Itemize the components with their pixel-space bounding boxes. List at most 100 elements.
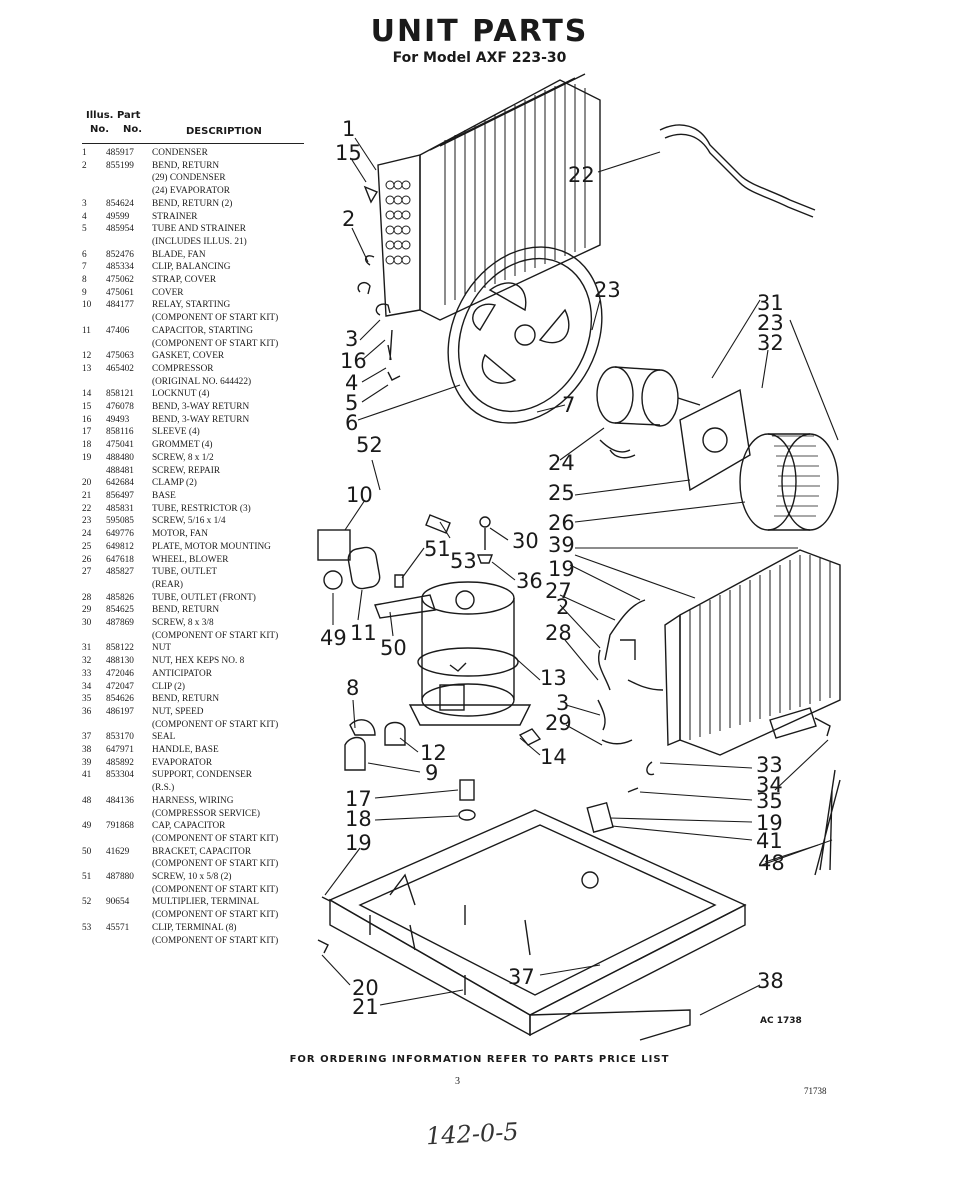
part-description: (COMPONENT OF START KIT) — [152, 859, 279, 870]
part-no: 465402 — [106, 363, 134, 374]
callout-3-evap: 3 — [556, 691, 569, 715]
condenser-coil-drawing — [377, 73, 601, 321]
illus-no: 35 — [82, 694, 92, 705]
callout-23-fan: 23 — [594, 278, 621, 302]
illus-no: 23 — [82, 516, 92, 527]
callout-16: 16 — [340, 349, 367, 373]
illus-no: 9 — [82, 287, 87, 298]
illus-no: 15 — [82, 402, 92, 413]
callout-38: 38 — [757, 969, 784, 993]
page-title: UNIT PARTS — [370, 14, 589, 49]
part-description: (ORIGINAL NO. 644422) — [152, 376, 252, 387]
part-description: CAP, CAPACITOR — [152, 821, 226, 832]
blower-wheel-drawing — [739, 433, 839, 531]
illus-no: 25 — [82, 541, 92, 552]
illus-no: 41 — [82, 770, 92, 781]
callout-3: 3 — [345, 327, 358, 351]
parts-row: (R.S.) — [82, 782, 322, 795]
part-description: BEND, RETURN — [152, 605, 220, 616]
part-description: NUT, HEX KEPS NO. 8 — [152, 656, 245, 667]
part-description: BEND, 3-WAY RETURN — [152, 414, 250, 425]
callout-11: 11 — [350, 621, 377, 645]
part-no: 485892 — [106, 757, 134, 768]
part-no: 647971 — [106, 745, 134, 756]
callout-26: 26 — [548, 511, 575, 535]
part-no: 858116 — [106, 427, 134, 438]
part-description: HARNESS, WIRING — [152, 795, 234, 806]
fan-blade-drawing — [447, 246, 603, 424]
page-number: 3 — [455, 1076, 460, 1087]
part-description: NUT, SPEED — [152, 706, 204, 717]
illus-no: 24 — [82, 529, 92, 540]
callout-18: 18 — [345, 807, 372, 831]
illus-no: 4 — [82, 211, 87, 222]
restrictor-tube-drawing — [659, 124, 816, 218]
part-description: COVER — [152, 287, 184, 298]
part-description: SCREW, 8 x 1/2 — [152, 452, 214, 463]
parts-row: (COMPONENT OF START KIT) — [82, 935, 322, 948]
part-description: TUBE AND STRAINER — [152, 224, 247, 235]
part-description: ANTICIPATOR — [152, 668, 212, 679]
part-description: SEAL — [152, 732, 176, 743]
callout-19-base: 19 — [345, 831, 372, 855]
part-description: RELAY, STARTING — [152, 300, 231, 311]
parts-row: (COMPONENT OF START KIT) — [82, 338, 322, 351]
relay-drawing — [317, 529, 351, 561]
part-no: 649812 — [106, 541, 134, 552]
part-no: 487869 — [106, 618, 134, 629]
illus-no: 20 — [82, 478, 92, 489]
illus-no: 30 — [82, 618, 92, 629]
part-description: MULTIPLIER, TERMINAL — [152, 897, 259, 908]
part-description: SCREW, REPAIR — [152, 465, 221, 476]
parts-row: (INCLUDES ILLUS. 21) — [82, 236, 322, 249]
callout-14: 14 — [540, 745, 567, 769]
part-description: CLAMP (2) — [152, 478, 197, 489]
parts-row: (COMPONENT OF START KIT) — [82, 909, 322, 922]
part-description: (R.S.) — [152, 783, 175, 794]
part-description: (COMPONENT OF START KIT) — [152, 910, 279, 921]
part-description: TUBE, RESTRICTOR (3) — [152, 503, 251, 514]
callout-32: 32 — [757, 331, 784, 355]
callout-10: 10 — [346, 483, 373, 507]
callout-39: 39 — [548, 533, 575, 557]
part-description: MOTOR, FAN — [152, 529, 208, 540]
part-no: 858122 — [106, 643, 134, 654]
illus-no: 19 — [82, 452, 92, 463]
part-description: CONDENSER — [152, 148, 208, 158]
parts-row: (COMPRESSOR SERVICE) — [82, 808, 322, 821]
part-no: 472047 — [106, 681, 134, 692]
part-no: 485334 — [106, 262, 134, 273]
part-description: (COMPONENT OF START KIT) — [152, 630, 279, 641]
compressor-drawing — [408, 581, 532, 726]
callout-25: 25 — [548, 481, 575, 505]
illus-no: 48 — [82, 795, 92, 806]
illus-no: 1 — [82, 148, 87, 158]
illus-no: 3 — [82, 198, 87, 209]
callout-2: 2 — [342, 207, 355, 231]
part-description: BLADE, FAN — [152, 249, 206, 260]
callout-12: 12 — [420, 741, 447, 765]
part-description: LOCKNUT (4) — [152, 389, 210, 400]
part-no: 488480 — [106, 452, 134, 463]
part-description: NUT — [152, 643, 172, 654]
parts-row: (24) EVAPORATOR — [82, 185, 322, 198]
callout-53: 53 — [450, 549, 477, 573]
figure-code: AC 1738 — [760, 1016, 802, 1026]
callout-51: 51 — [424, 537, 451, 561]
